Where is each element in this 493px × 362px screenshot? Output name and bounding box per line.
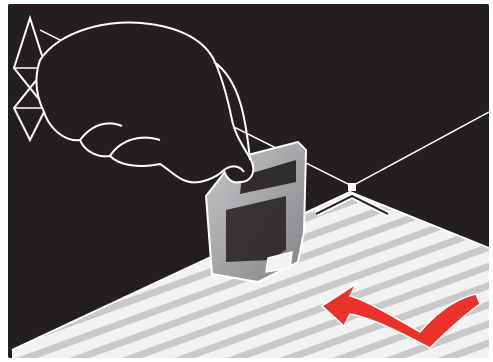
pointing-hand-icon xyxy=(35,21,255,184)
corner-joint-dot xyxy=(348,183,356,191)
joint-line-right xyxy=(351,111,490,187)
curved-arrow-icon xyxy=(320,281,481,349)
corner-marker-inner xyxy=(315,194,389,215)
tile-edge xyxy=(11,190,490,351)
